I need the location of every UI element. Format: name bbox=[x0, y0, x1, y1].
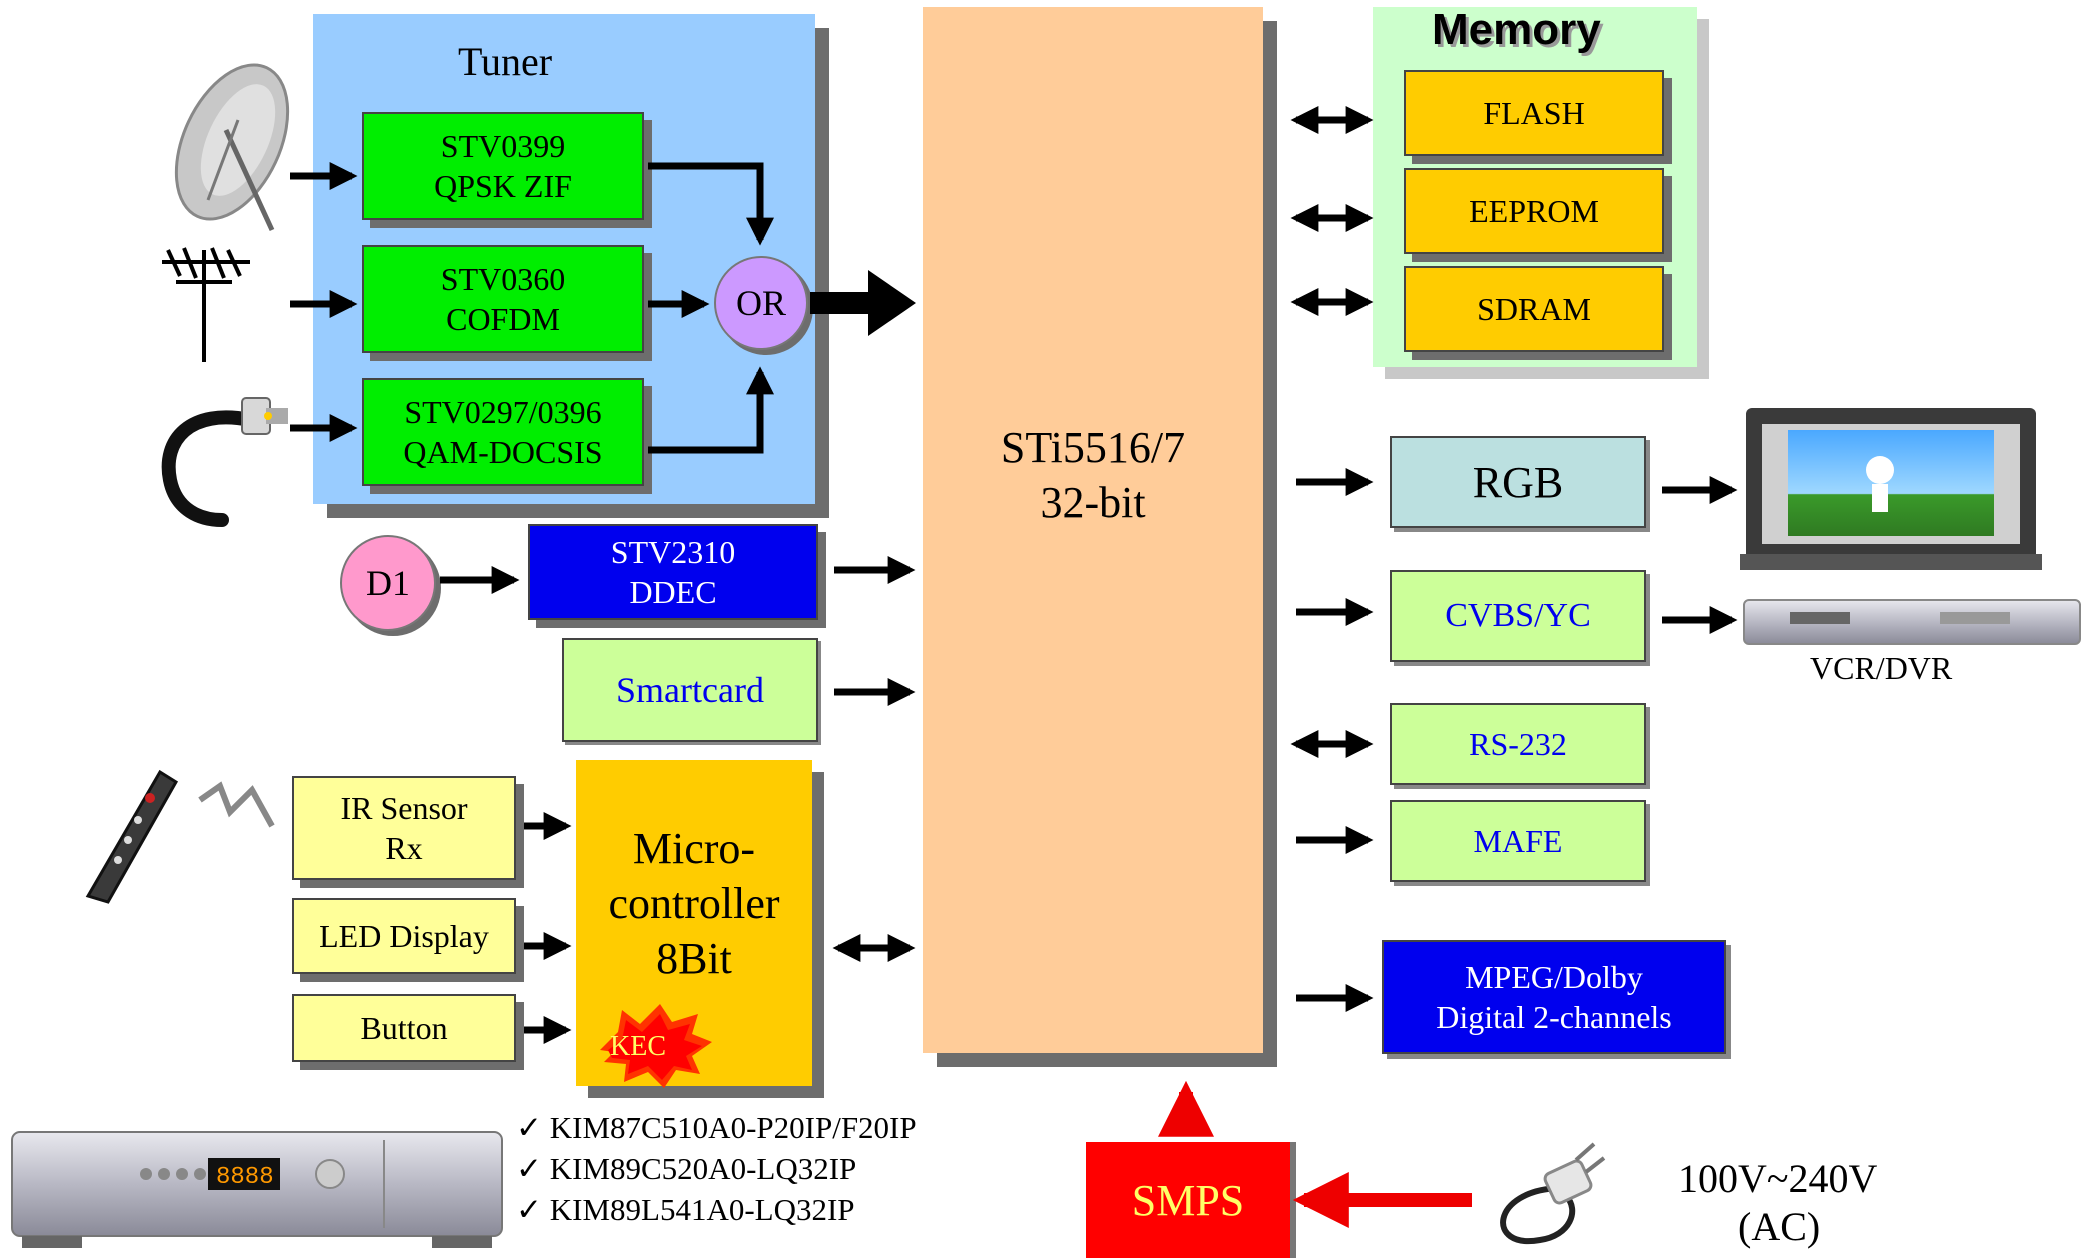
kec-badge-label: KEC bbox=[610, 1031, 666, 1062]
d1-label: D1 bbox=[366, 562, 410, 603]
cab-demod-name: STV0297/0396 bbox=[404, 394, 602, 430]
smps-label: SMPS bbox=[1131, 1175, 1245, 1225]
cab-demod-type: QAM-DOCSIS bbox=[403, 434, 603, 470]
power-voltage-label: 100V~240V bbox=[1678, 1156, 1878, 1201]
ir-signal-icon bbox=[198, 781, 275, 828]
part-number: KIM89C520A0-LQ32IP bbox=[549, 1151, 857, 1186]
ir-sensor-label: IR Sensor bbox=[340, 790, 468, 826]
power-plug-icon bbox=[1500, 1142, 1606, 1245]
eeprom-chip: EEPROM bbox=[1404, 168, 1664, 254]
or-label: OR bbox=[735, 282, 786, 323]
mcu-line2: controller bbox=[608, 878, 780, 928]
cable-connector-icon bbox=[161, 397, 288, 527]
cvbs-block: CVBS/YC bbox=[1390, 570, 1646, 662]
smartcard-block: Smartcard bbox=[562, 638, 818, 742]
sat-demod-chip: STV0399 QPSK ZIF bbox=[362, 112, 644, 220]
part-item: ✓ KIM89L541A0-LQ32IP bbox=[516, 1192, 855, 1227]
rgb-block: RGB bbox=[1390, 436, 1646, 528]
ddec-chip: STV2310 DDEC bbox=[528, 524, 818, 620]
mcu-line1: Micro- bbox=[632, 823, 756, 873]
part-item: ✓ KIM89C520A0-LQ32IP bbox=[516, 1151, 857, 1186]
eeprom-label: EEPROM bbox=[1469, 193, 1599, 229]
mafe-block: MAFE bbox=[1390, 800, 1646, 882]
smps-block: SMPS bbox=[1086, 1142, 1290, 1258]
flash-chip: FLASH bbox=[1404, 70, 1664, 156]
sat-demod-type: QPSK ZIF bbox=[434, 168, 572, 204]
sdram-chip: SDRAM bbox=[1404, 266, 1664, 352]
led-display-block: LED Display bbox=[292, 898, 516, 974]
vcr-dvr-label: VCR/DVR bbox=[1810, 650, 1953, 686]
ter-demod-type: COFDM bbox=[446, 301, 560, 337]
stb-display-readout: 8888 bbox=[216, 1164, 274, 1191]
cpu-block: STi5516/7 32-bit bbox=[923, 7, 1263, 1053]
part-number: KIM89L541A0-LQ32IP bbox=[549, 1192, 855, 1227]
or-to-cpu-arrow bbox=[810, 270, 916, 336]
mcu-line3: 8Bit bbox=[656, 933, 732, 983]
ter-demod-name: STV0360 bbox=[440, 261, 566, 297]
cpu-name: STi5516/7 bbox=[1000, 423, 1186, 472]
ddec-name: STV2310 bbox=[610, 534, 736, 570]
mafe-label: MAFE bbox=[1473, 823, 1563, 859]
set-top-box-icon: 8888 bbox=[11, 1131, 503, 1248]
mpeg-block: MPEG/Dolby Digital 2-channels bbox=[1382, 940, 1726, 1054]
ter-demod-chip: STV0360 COFDM bbox=[362, 245, 644, 353]
rgb-label: RGB bbox=[1472, 457, 1564, 507]
rs232-block: RS-232 bbox=[1390, 703, 1646, 785]
television-icon bbox=[1740, 408, 2042, 570]
remote-control-icon bbox=[85, 769, 179, 904]
button-label: Button bbox=[360, 1010, 448, 1046]
cab-demod-chip: STV0297/0396 QAM-DOCSIS bbox=[362, 378, 644, 486]
part-number: KIM87C510A0-P20IP/F20IP bbox=[549, 1110, 917, 1145]
sdram-label: SDRAM bbox=[1477, 291, 1591, 327]
mpeg-label-2: Digital 2-channels bbox=[1436, 999, 1672, 1035]
ir-sensor-block: IR Sensor Rx bbox=[292, 776, 516, 880]
or-node: OR bbox=[714, 256, 808, 350]
ddec-type: DDEC bbox=[629, 574, 717, 610]
satellite-dish-icon bbox=[174, 63, 290, 232]
smartcard-label: Smartcard bbox=[616, 669, 764, 710]
vcr-dvr-icon bbox=[1743, 599, 2081, 645]
antenna-icon bbox=[162, 247, 250, 362]
sat-demod-name: STV0399 bbox=[440, 128, 566, 164]
mpeg-label-1: MPEG/Dolby bbox=[1465, 959, 1643, 995]
button-block: Button bbox=[292, 994, 516, 1062]
cvbs-label: CVBS/YC bbox=[1445, 596, 1591, 634]
rs232-label: RS-232 bbox=[1469, 726, 1567, 762]
d1-node: D1 bbox=[340, 535, 436, 631]
part-item: ✓ KIM87C510A0-P20IP/F20IP bbox=[516, 1110, 917, 1145]
tuner-title: Tuner bbox=[458, 39, 553, 84]
memory-title: Memory bbox=[1432, 5, 1601, 54]
flash-label: FLASH bbox=[1483, 95, 1585, 131]
power-ac-label: (AC) bbox=[1738, 1204, 1821, 1249]
ir-sensor-sub: Rx bbox=[385, 830, 423, 866]
led-display-label: LED Display bbox=[319, 918, 489, 954]
cpu-width: 32-bit bbox=[1040, 478, 1146, 527]
